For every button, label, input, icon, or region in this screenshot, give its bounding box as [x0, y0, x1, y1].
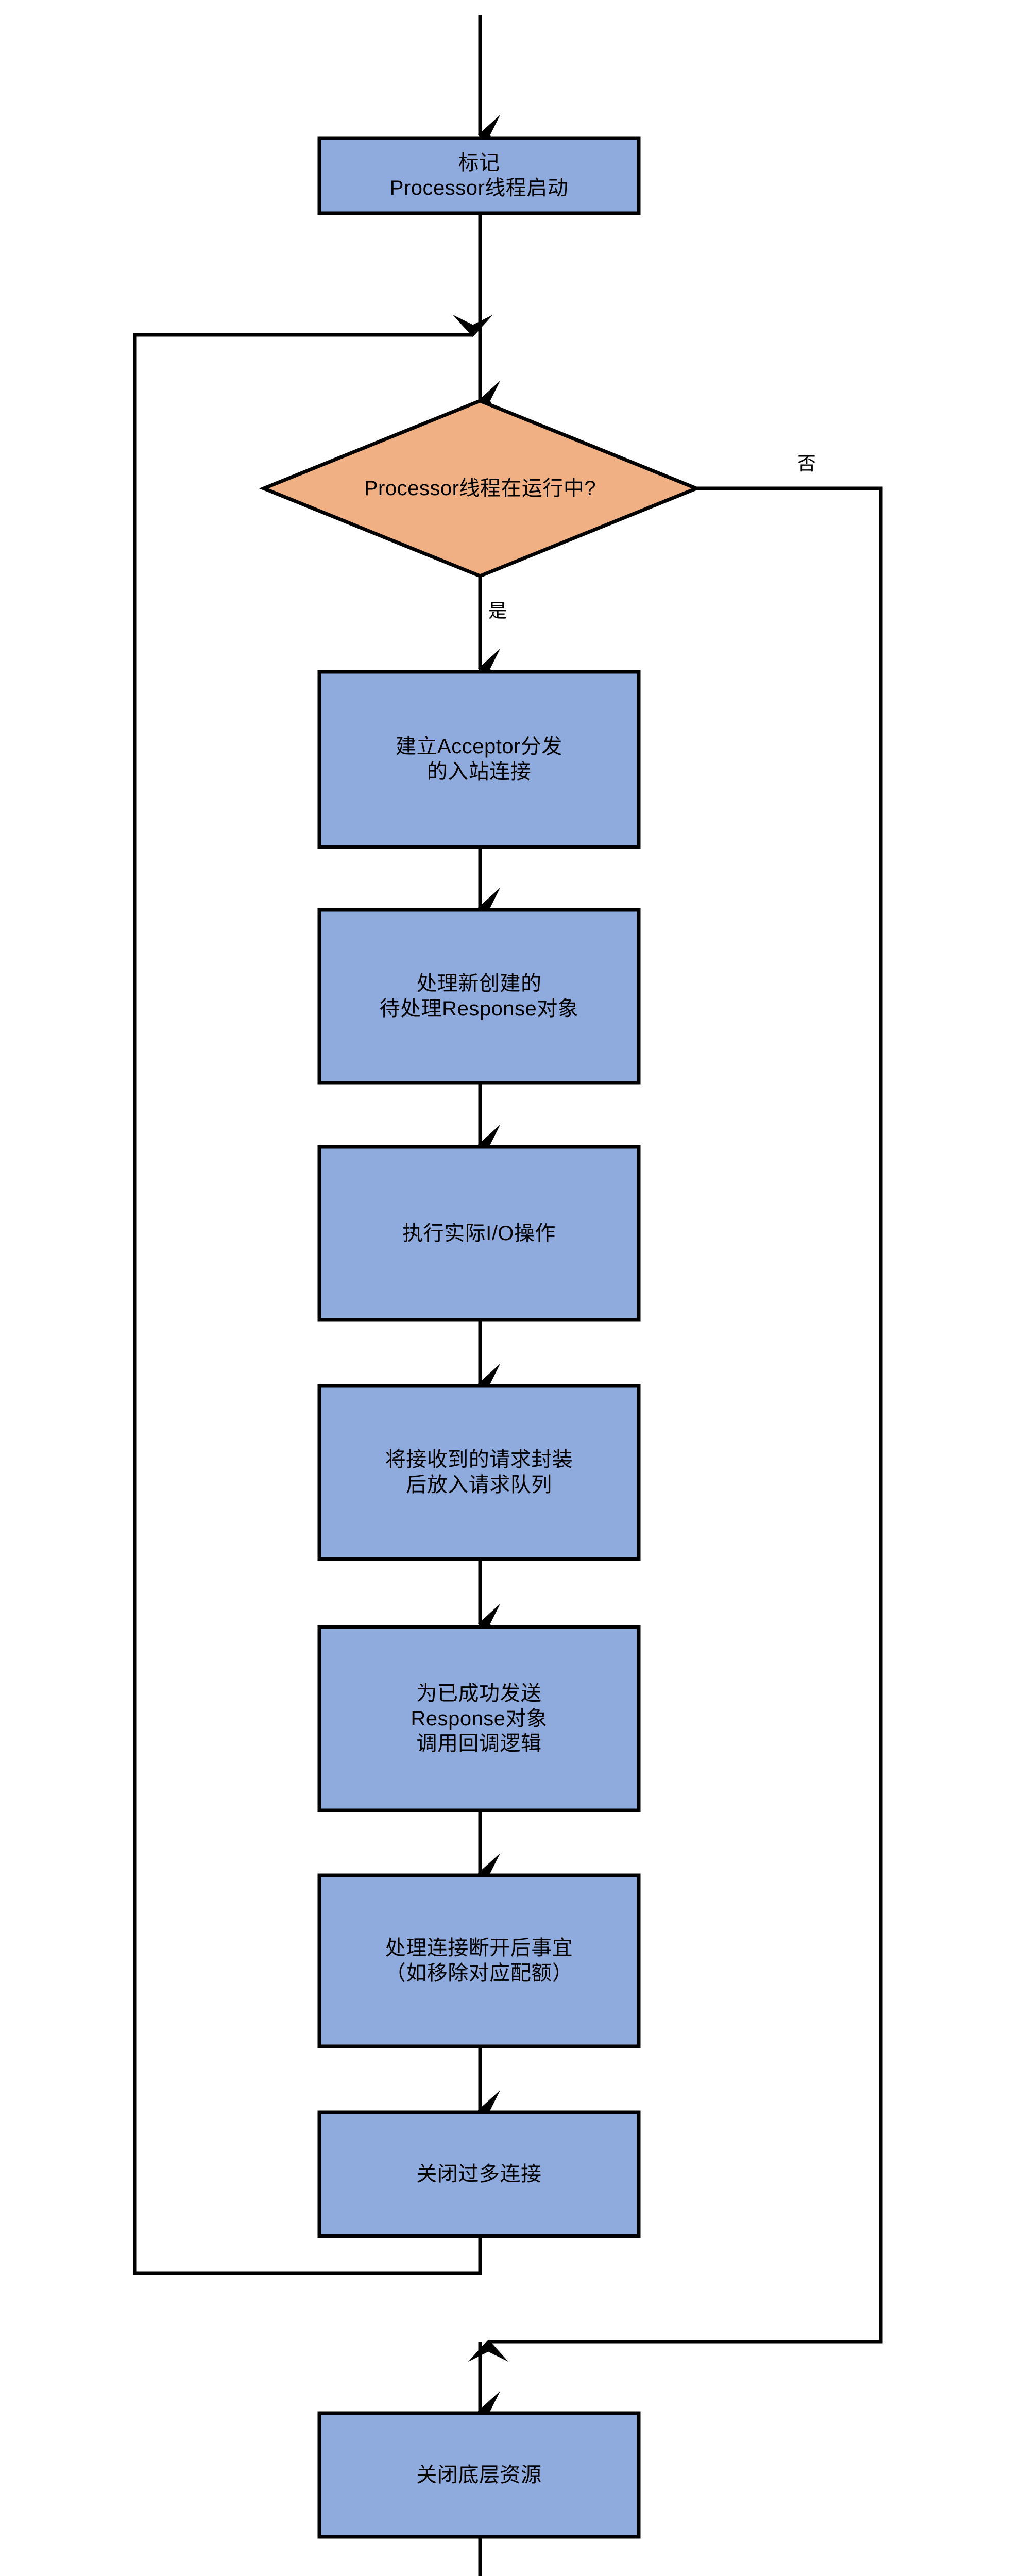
node-n10-shape[interactable] — [317, 2411, 641, 2539]
node-n5-shape[interactable] — [317, 1145, 641, 1322]
node-n8-shape[interactable] — [317, 1873, 641, 2048]
node-n4-shape[interactable] — [317, 908, 641, 1085]
node-n9-shape[interactable] — [317, 2110, 641, 2238]
node-n1-shape[interactable] — [317, 136, 641, 215]
node-n6-shape[interactable] — [317, 1384, 641, 1561]
node-n3-shape[interactable] — [317, 670, 641, 849]
edge-label-no: 否 — [797, 453, 816, 474]
node-n7-shape[interactable] — [317, 1625, 641, 1812]
node-n2-shape[interactable] — [259, 399, 702, 578]
edge-label-yes: 是 — [488, 600, 507, 621]
edge-n9-loopback-to-n2 — [133, 314, 493, 2275]
edge-n2-to-n10-no — [468, 486, 883, 2362]
